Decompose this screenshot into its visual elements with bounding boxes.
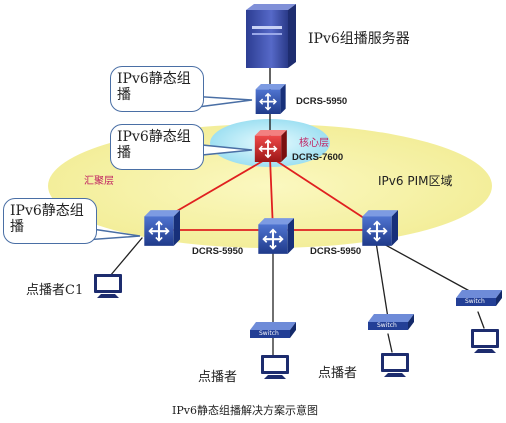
top-switch-icon	[254, 84, 287, 114]
top-switch-label: DCRS-5950	[296, 96, 348, 107]
static-multicast-callout-core: IPv6静态组播	[110, 124, 204, 170]
access-switch-2-icon	[368, 314, 414, 330]
aggregation-layer-label: 汇聚层	[84, 176, 114, 187]
core-switch-icon	[253, 130, 288, 162]
client-c1-label: 点播者C1	[26, 283, 84, 298]
client-2-monitor-icon	[261, 355, 289, 379]
right-switch-icon	[361, 210, 398, 246]
static-multicast-callout-left: IPv6静态组播	[3, 198, 97, 244]
callout-pointers	[84, 95, 253, 241]
client-c1-monitor-icon	[94, 274, 122, 298]
pim-domain-label: IPv6 PIM区域	[378, 174, 453, 188]
static-multicast-callout-top: IPv6静态组播	[110, 66, 204, 112]
left-switch-icon	[143, 210, 180, 246]
core-layer-label: 核心层	[299, 138, 329, 149]
access-switch-1-icon	[250, 322, 296, 338]
core-switch-label: DCRS-7600	[292, 152, 344, 163]
figure-caption: IPv6静态组播解决方案示意图	[172, 404, 318, 417]
server-label: IPv6组播服务器	[308, 31, 410, 47]
right-switch-label: DCRS-5950	[310, 246, 362, 257]
multicast-server-icon	[246, 4, 296, 68]
client-2-label: 点播者	[198, 370, 238, 385]
access-switch-3-label: Switch	[465, 298, 485, 305]
access-switch-3-icon	[456, 290, 502, 306]
left-switch-label: DCRS-5950	[192, 246, 244, 257]
access-switch-1-label: Switch	[259, 330, 279, 337]
client-4-monitor-icon	[471, 329, 499, 353]
middle-switch-icon	[257, 218, 294, 254]
access-switch-2-label: Switch	[377, 322, 397, 329]
client-3-monitor-icon	[381, 353, 409, 377]
client-3-label: 点播者	[318, 366, 358, 381]
